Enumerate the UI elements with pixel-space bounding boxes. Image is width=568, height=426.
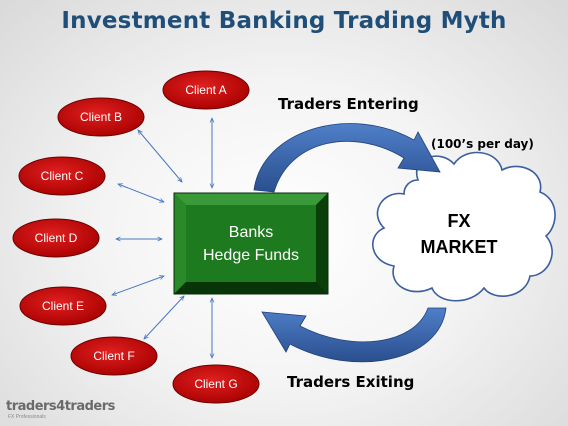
client-c-label: Client C [41, 169, 84, 183]
fx-market-cloud [372, 151, 556, 302]
client-e-label: Client E [42, 299, 84, 313]
connector-e [112, 276, 164, 295]
client-a-ellipse [162, 70, 250, 110]
client-ellipses [12, 70, 260, 404]
entering-arrow [253, 123, 441, 193]
banks-box [173, 192, 329, 295]
slide-title: Investment Banking Trading Myth [61, 8, 507, 34]
client-g-ellipse [172, 364, 260, 404]
logo-tagline: FX Professionals [8, 414, 46, 420]
client-g-label: Client G [194, 377, 237, 391]
market-label: MARKET [421, 237, 498, 257]
client-a-label: Client A [185, 83, 226, 97]
fx-label: FX [447, 211, 470, 231]
client-e-ellipse [19, 286, 107, 326]
connector-b [138, 130, 182, 182]
traders-exiting-label: Traders Exiting [287, 373, 415, 391]
client-b-label: Client B [80, 110, 122, 124]
banks-label: Banks [229, 224, 273, 241]
connector-c [118, 184, 164, 202]
client-f-label: Client F [93, 349, 134, 363]
client-f-ellipse [70, 336, 158, 376]
client-d-ellipse [12, 218, 100, 258]
client-b-ellipse [57, 97, 145, 137]
exiting-arrow [261, 307, 447, 363]
logo: traders4traders [6, 399, 115, 414]
hedge-funds-label: Hedge Funds [203, 247, 299, 264]
traders-per-day-label: (100’s per day) [431, 137, 534, 151]
client-d-label: Client D [35, 231, 78, 245]
traders-entering-label: Traders Entering [278, 95, 419, 113]
client-c-ellipse [18, 156, 106, 196]
connector-f [144, 296, 184, 339]
client-connectors [112, 118, 212, 358]
